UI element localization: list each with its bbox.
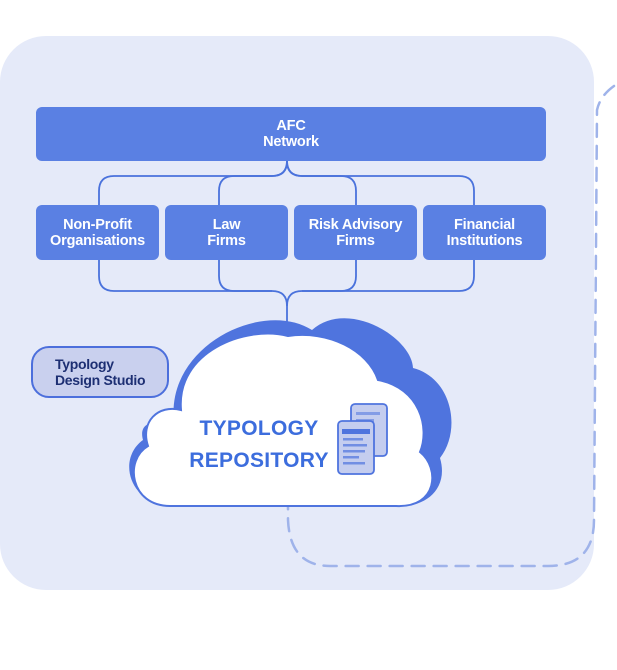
member-node-non-profit: Non-Profit Organisations bbox=[36, 205, 159, 260]
member-node-risk-advisory: Risk Advisory Firms bbox=[294, 205, 417, 260]
member-label: Risk Advisory Firms bbox=[308, 216, 403, 249]
member-label: Law Firms bbox=[207, 216, 246, 249]
member-node-law-firms: Law Firms bbox=[165, 205, 288, 260]
typology-repository-label: TYPOLOGY REPOSITORY bbox=[184, 413, 334, 477]
member-node-financial-institutions: Financial Institutions bbox=[423, 205, 546, 260]
studio-label: Typology Design Studio bbox=[55, 356, 146, 388]
typology-design-studio-badge: Typology Design Studio bbox=[31, 346, 169, 398]
member-label: Financial Institutions bbox=[446, 216, 523, 249]
repository-text: TYPOLOGY REPOSITORY bbox=[189, 417, 329, 472]
afc-network-node: AFC Network bbox=[36, 107, 546, 161]
afc-network-label: AFC Network bbox=[263, 118, 319, 150]
member-label: Non-Profit Organisations bbox=[50, 216, 145, 249]
